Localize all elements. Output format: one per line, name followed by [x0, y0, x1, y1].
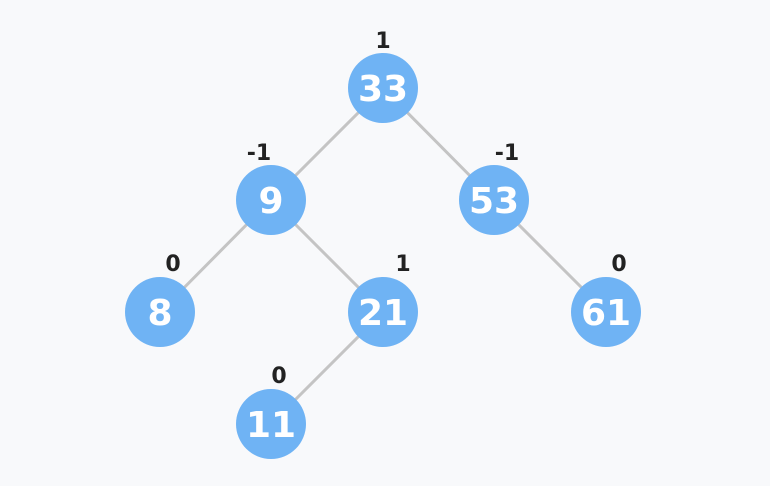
- node-value: 21: [358, 293, 408, 334]
- tree-node-33: 33 1: [348, 29, 418, 123]
- edges-layer: [158, 86, 608, 426]
- node-value: 9: [258, 181, 283, 222]
- node-circle: [459, 165, 529, 235]
- node-value: 53: [469, 181, 519, 222]
- node-circle: [236, 165, 306, 235]
- tree-node-8: 80: [125, 252, 195, 347]
- balance-factor-label: -1: [495, 141, 519, 166]
- node-circle: [125, 277, 195, 347]
- balance-factor-label: 0: [165, 252, 180, 277]
- node-circle: [236, 389, 306, 459]
- tree-node-9: 9 -1: [236, 141, 306, 235]
- tree-node-53: 53 -1: [459, 141, 529, 235]
- balance-factor-label: 0: [271, 364, 286, 389]
- tree-node-21: 21 1: [348, 252, 418, 347]
- balance-factor-label: 0: [611, 252, 626, 277]
- node-circle: [348, 53, 418, 123]
- node-value: 61: [581, 293, 631, 334]
- tree-node-61: 61 0: [571, 252, 641, 347]
- node-circle: [571, 277, 641, 347]
- balance-factor-label: 1: [375, 29, 390, 54]
- node-value: 33: [358, 69, 408, 110]
- balance-factor-label: 1: [395, 252, 410, 277]
- balance-factor-label: -1: [247, 141, 271, 166]
- node-value: 11: [246, 405, 296, 446]
- node-value: 8: [147, 293, 172, 334]
- node-circle: [348, 277, 418, 347]
- tree-node-11: 11 0: [236, 364, 306, 459]
